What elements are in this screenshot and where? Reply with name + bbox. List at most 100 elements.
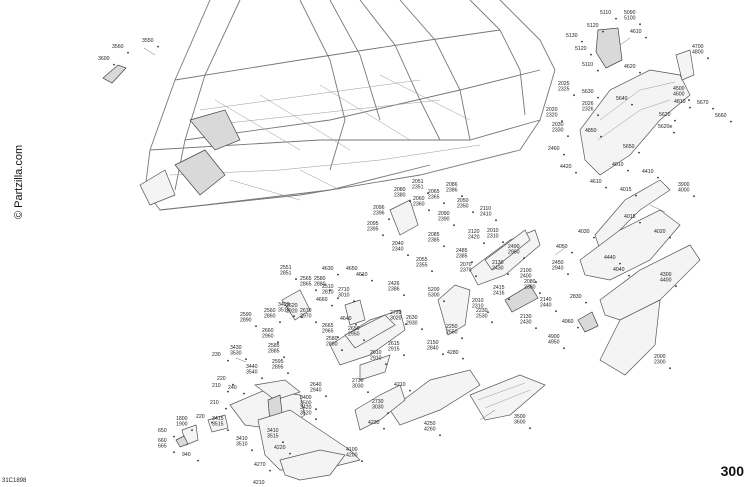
callout-text: 3540 (246, 370, 258, 376)
callout-dot (571, 251, 573, 254)
callout-text: 4100 (346, 447, 358, 453)
callout-4630: 4630 (322, 266, 339, 276)
callout-text: 2610 (370, 350, 382, 356)
callout-dot (675, 285, 677, 288)
callout-dot (361, 460, 363, 463)
callout-text: 4010 (612, 162, 624, 168)
callout-5120b: 5120 (575, 46, 592, 56)
callout-text: 3415 (212, 416, 224, 422)
callout-text: 4040 (613, 267, 625, 273)
callout-text: 2420 (468, 235, 480, 241)
callout-text: 2360 (413, 202, 425, 208)
callout-text: 4015 (624, 214, 636, 220)
callout-text: 2730 (352, 378, 364, 384)
callout-dot (337, 273, 339, 276)
watermark-text: © Partzilla.com (13, 144, 25, 219)
callout-dot (635, 194, 637, 197)
callout-4210a: 4210 (394, 382, 411, 392)
callout-dot (669, 367, 671, 370)
callout-dot (577, 326, 579, 329)
callout-dot (730, 120, 732, 123)
callout-text: 2065 (428, 189, 440, 195)
callout-dot (225, 407, 227, 410)
callout-text: 2130 (492, 260, 504, 266)
callout-text: 2140 (540, 297, 552, 303)
part-bracket-3600 (102, 64, 127, 84)
leader-lines (143, 37, 666, 421)
callout-dot (529, 427, 531, 430)
callout-dot (439, 434, 441, 437)
callout-220b: 220 (196, 414, 213, 424)
callout-text: 3560 (112, 44, 124, 50)
callout-dot (383, 427, 385, 430)
callout-5110b: 5110 (582, 62, 599, 72)
callout-dot (243, 392, 245, 395)
callout-text: 2885 (268, 349, 280, 355)
callout-text: 4015 (620, 187, 632, 193)
callout-text: 5200 (428, 287, 440, 293)
callout-text: 2650 (348, 326, 360, 332)
callout-4610b: 4610 (590, 179, 607, 189)
callout-text: 3900 (678, 182, 690, 188)
callout-5110a: 5110 (600, 10, 617, 20)
callout-text: 2351 (412, 185, 424, 191)
callout-4850: 4850 (585, 128, 602, 138)
callout-dot (431, 270, 433, 273)
callout-text: 2325 (558, 87, 570, 93)
callout-5670: 5670 (697, 100, 714, 110)
callout-text: 4610 (356, 272, 368, 278)
callout-4610c: 4610 (356, 272, 373, 282)
callout-dot (443, 300, 445, 303)
callout-5130: 5130 (566, 33, 583, 43)
callout-dot (487, 311, 489, 314)
callout-text: 4300 (660, 272, 672, 278)
callout-text: 3510 (278, 308, 290, 314)
callout-text: 2880 (326, 342, 338, 348)
callout-220: 220 (217, 376, 234, 386)
callout-4640: 4640 (340, 316, 357, 326)
callout-text: 2386 (446, 188, 458, 194)
callout-text: 4700 (692, 44, 704, 50)
callout-text: 2365 (428, 195, 440, 201)
callout-dot (674, 119, 676, 122)
callout-text: 2620 (286, 303, 298, 309)
callout-dot (407, 254, 409, 257)
callout-dot (631, 103, 633, 106)
callout-text: 2025 (558, 81, 570, 87)
callout-text: 5620e (658, 124, 673, 130)
callout-2830: 2830 (570, 294, 587, 304)
callout-text: 4280 (447, 350, 459, 356)
callout-text: 3030 (372, 405, 384, 411)
lower-left-panel-assembly (175, 379, 361, 481)
callout-dot (483, 242, 485, 245)
callout-dot (301, 316, 303, 319)
callout-text: 2940 (552, 266, 564, 272)
callout-text: 2565 (300, 276, 312, 282)
callout-dot (227, 359, 229, 362)
callout-text: 4200 (346, 453, 358, 459)
callout-text: 2440 (540, 303, 552, 309)
callout-text: 2485 (456, 248, 468, 254)
callout-text: 4440 (604, 255, 616, 261)
callout-dot (581, 40, 583, 43)
callout-dot (388, 218, 390, 221)
callout-dot (657, 176, 659, 179)
callout-dot (475, 275, 477, 278)
callout-text: 4650 (346, 266, 358, 272)
diagram-code: 31C1898 (2, 478, 27, 484)
